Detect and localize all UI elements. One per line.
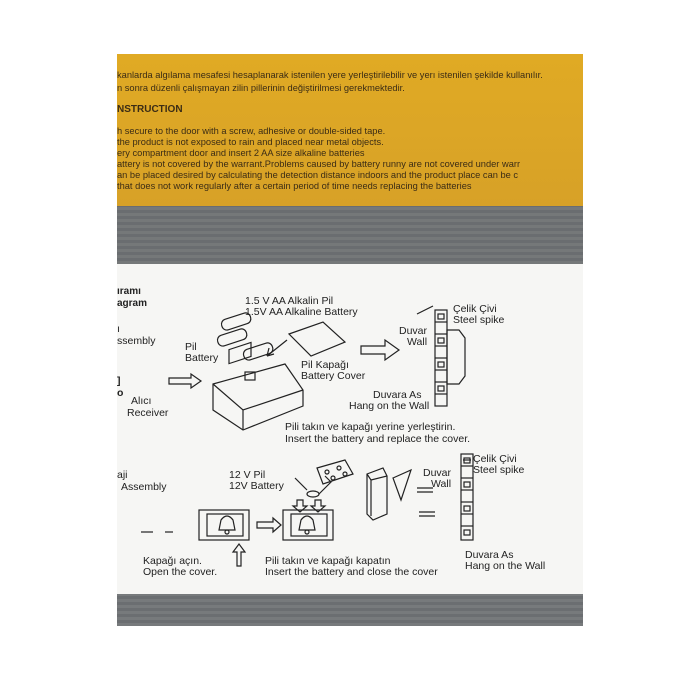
- instruction-line: h secure to the door with a screw, adhes…: [117, 126, 386, 136]
- instruction-line: attery is not covered by the warrant.Pro…: [117, 159, 521, 169]
- arrow-down-icon: [291, 499, 327, 513]
- transmitter-bracket-icon: [366, 467, 412, 521]
- hang-label-tr: Duvara As: [465, 549, 514, 561]
- instruction-heading: NSTRUCTION: [117, 104, 183, 115]
- double-arrow-icon: [417, 487, 435, 517]
- instruction-line: the product is not exposed to rain and p…: [117, 137, 384, 147]
- 12v-battery-label-tr: 12 V Pil: [229, 469, 266, 481]
- grey-stripe: [117, 206, 583, 264]
- 12v-battery-label-en: 12V Battery: [229, 480, 284, 492]
- side-label: ı: [117, 323, 120, 335]
- yellow-instruction-panel: kanlarda algılama mesafesi hesaplanarak …: [117, 54, 583, 206]
- wall-label-en: Wall: [431, 478, 452, 490]
- instruction-line: an be placed desired by calculating the …: [117, 170, 519, 180]
- wall-label-tr: Duvar: [423, 467, 452, 479]
- arrow-right-icon: [168, 372, 203, 390]
- grey-stripe: [117, 594, 583, 626]
- arrow-right-icon: [360, 338, 401, 362]
- receiver-unit-icon: [212, 341, 304, 431]
- doorbell-transmitter-icon: [198, 509, 250, 541]
- wall-label-tr: Duvar: [399, 325, 428, 337]
- screw-parts-icon: [316, 459, 354, 485]
- hang-label-en: Hang on the Wall: [349, 400, 430, 412]
- aa-battery-label-tr: 1.5 V AA Alkalin Pil: [245, 295, 334, 307]
- aa-battery-label-en: 1.5V AA Alkaline Battery: [245, 306, 358, 318]
- wall-label-en: Wall: [407, 336, 428, 348]
- receiver-label-en: Receiver: [127, 407, 169, 419]
- wall-brick-icon: [460, 453, 474, 541]
- battery-label-en: Battery: [185, 352, 219, 364]
- insert-battery-en: Insert the battery and replace the cover…: [285, 433, 471, 445]
- insert-close-tr: Pili takın ve kapağı kapatın: [265, 555, 391, 567]
- side-label: ssembly: [117, 335, 156, 347]
- photo-frame: kanlarda algılama mesafesi hesaplanarak …: [117, 54, 583, 626]
- steel-spike-label-en: Steel spike: [453, 314, 505, 326]
- arrow-right-icon: [256, 516, 282, 534]
- open-cover-tr: Kapağı açın.: [143, 555, 202, 567]
- steel-spike-label-en: Steel spike: [473, 464, 525, 476]
- insert-battery-tr: Pili takın ve kapağı yerine yerleştirin.: [285, 421, 456, 433]
- battery-cover-label-tr: Pil Kapağı: [301, 359, 349, 371]
- steel-spike-label-tr: Çelik Çivi: [473, 453, 517, 465]
- turkish-text-line: n sonra düzenli çalışmayan zilin pilleri…: [117, 83, 405, 93]
- receiver-mark: ]: [117, 375, 121, 387]
- steel-spike-label-tr: Çelik Çivi: [453, 303, 497, 315]
- mounted-receiver-icon: [446, 329, 466, 385]
- diagram-title: agram: [117, 298, 148, 309]
- side-label: Assembly: [121, 481, 167, 493]
- hang-label-en: Hang on the Wall: [465, 560, 546, 572]
- diagram-title: ıramı: [117, 286, 141, 297]
- assembly-diagram-card: ıramı agram ı ssembly 1.5 V AA Alkalin P…: [117, 264, 583, 594]
- battery-cover-icon: [287, 321, 347, 357]
- side-label: aji: [117, 469, 128, 481]
- 12v-battery-icon: [294, 475, 332, 498]
- insert-close-en: Insert the battery and close the cover: [265, 566, 438, 578]
- turkish-text-line: kanlarda algılama mesafesi hesaplanarak …: [117, 70, 543, 80]
- hang-label-tr: Duvara As: [373, 389, 422, 401]
- wall-brick-icon: [434, 309, 448, 407]
- battery-label-tr: Pil: [185, 341, 197, 353]
- receiver-mark: o: [117, 387, 124, 399]
- arrow-up-icon: [231, 543, 247, 567]
- battery-cover-label-en: Battery Cover: [301, 370, 366, 382]
- receiver-label-tr: Alıcı: [131, 395, 152, 407]
- aa-battery-icon: [216, 312, 274, 361]
- instruction-line: that does not work regularly after a cer…: [117, 181, 472, 191]
- open-cover-en: Open the cover.: [143, 566, 218, 578]
- doorbell-transmitter-icon: [282, 509, 334, 541]
- diagram-illustrations: [141, 305, 474, 567]
- instruction-line: ery compartment door and insert 2 AA siz…: [117, 148, 365, 158]
